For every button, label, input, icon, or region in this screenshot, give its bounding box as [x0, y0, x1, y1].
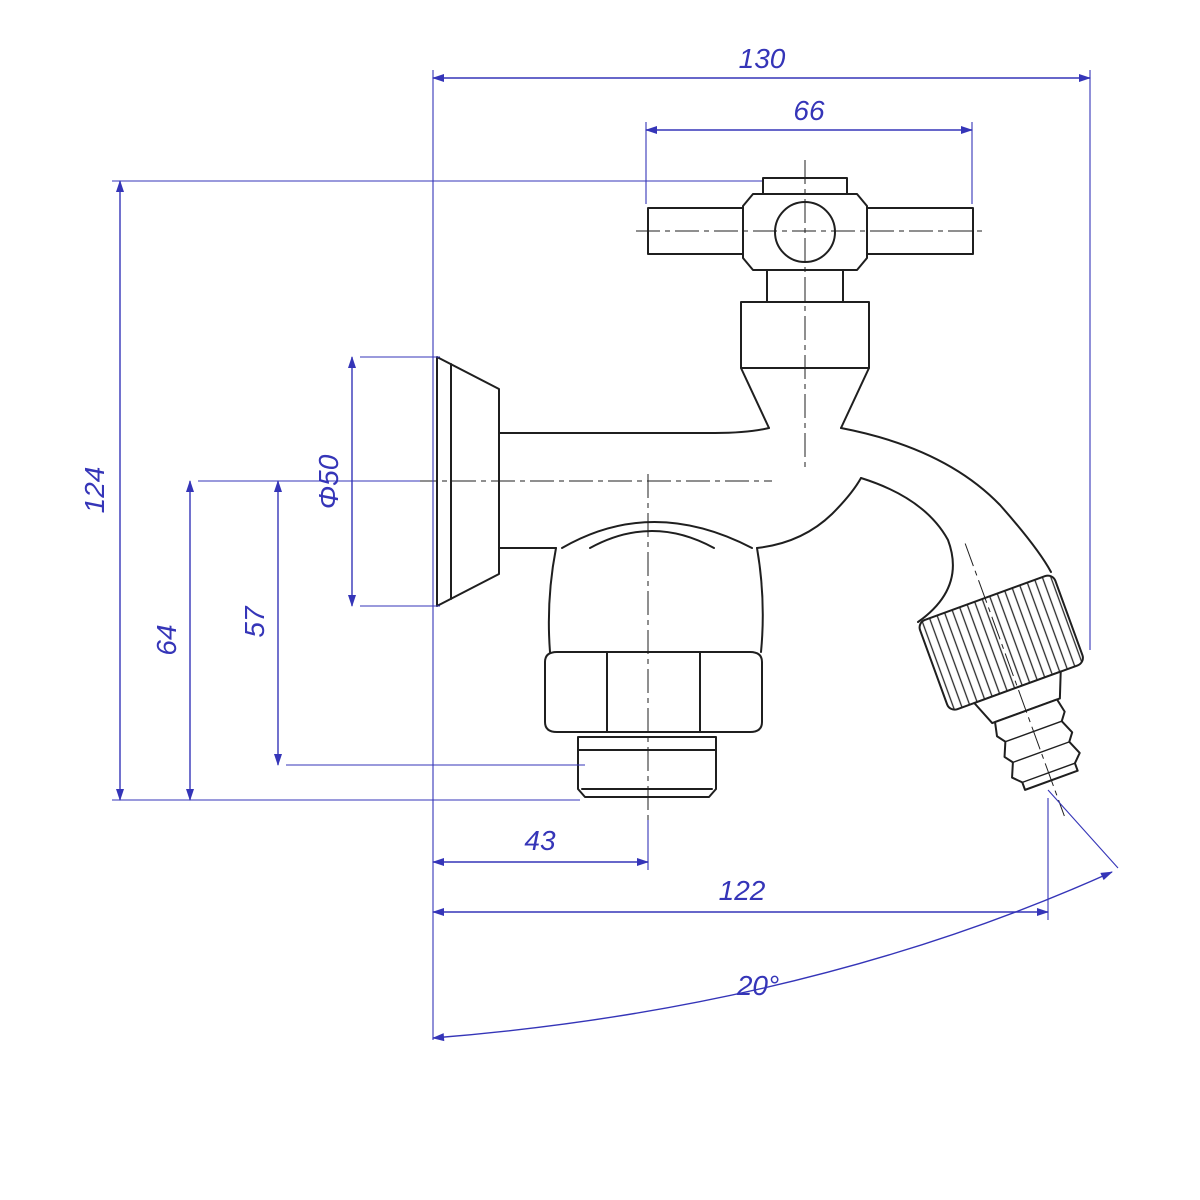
- spout-inner-edge: [860, 477, 954, 623]
- dim-label-57: 57: [239, 605, 270, 638]
- hose-union: [918, 543, 1084, 817]
- faucet-outline: [413, 160, 1084, 832]
- dim-label-124: 124: [79, 467, 110, 514]
- dim-wall-to-outlet-axis: 43: [432, 825, 649, 866]
- lower-branch: [547, 477, 862, 653]
- centerlines: [413, 160, 986, 832]
- union-reducer: [973, 670, 1062, 725]
- handle-right-arm: [866, 207, 974, 255]
- bell-dome-outer: [561, 521, 753, 549]
- bell-right-edge: [756, 547, 764, 653]
- threaded-outlet: [577, 736, 717, 798]
- hose-axis-centerline: [964, 543, 1065, 817]
- dim-handle-span: 66: [645, 95, 973, 134]
- bell-dome-inner: [589, 530, 715, 549]
- dim-arc-20: [432, 871, 1113, 1042]
- hex-nut-body: [544, 651, 763, 733]
- dim-label-43: 43: [524, 825, 556, 856]
- dimensions: 130 66 124 64 57 Φ50 43: [79, 43, 1119, 1042]
- spout: [840, 427, 1052, 623]
- dim-label-130: 130: [739, 43, 786, 74]
- bell-left-edge: [547, 547, 557, 653]
- dim-axis-to-outlet: 57: [239, 480, 282, 766]
- pipe-top-edge: [498, 427, 770, 434]
- body-crotch-curve: [756, 477, 862, 549]
- dim-label-phi50: Φ50: [313, 454, 344, 509]
- dim-label-64: 64: [151, 624, 182, 655]
- outlet-cylinder: [577, 736, 717, 798]
- dim-label-66: 66: [793, 95, 825, 126]
- dim-label-122: 122: [719, 875, 766, 906]
- dim-total-height: 124: [79, 180, 124, 801]
- dim-total-width: 130: [432, 43, 1091, 82]
- dim-flange-diameter: Φ50: [313, 356, 356, 607]
- ext-hose-axis-angle: [1047, 789, 1119, 869]
- dim-wall-to-hose-tip: 122: [432, 875, 1049, 916]
- dim-outlet-angle: 20°: [432, 871, 1113, 1042]
- barb-ridge-2: [1012, 741, 1070, 764]
- cross-handle: [647, 177, 974, 271]
- dim-label-20: 20°: [736, 970, 779, 1001]
- neck-left-edge: [740, 367, 770, 429]
- neck-right-edge: [840, 367, 870, 429]
- hex-nut: [544, 651, 763, 733]
- extension-lines: [112, 70, 1119, 1040]
- spout-outer-edge: [840, 427, 1052, 573]
- dim-axis-to-bottom: 64: [151, 480, 194, 801]
